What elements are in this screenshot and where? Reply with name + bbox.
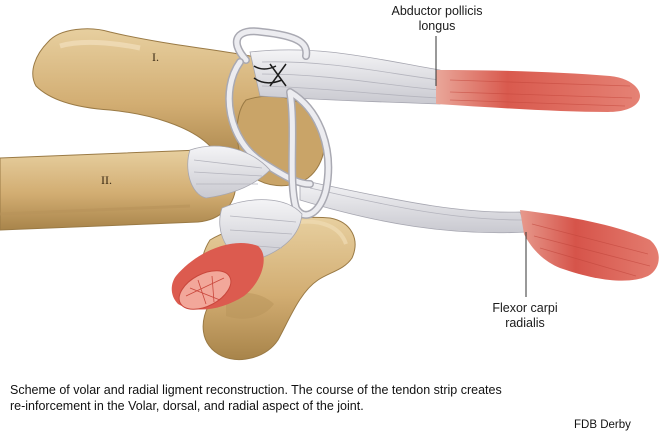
cut-muscle-end [171,242,264,310]
flexor-carpi-radialis-label: Flexor carpi radialis [470,301,580,331]
suture-marks [253,63,287,87]
caption-line1: Scheme of volar and radial ligment recon… [10,383,502,397]
abductor-tendon [249,49,441,105]
illustrator-credit: FDB Derby [574,419,631,431]
abductor-muscle [436,70,640,112]
bone-label-I: I. [152,50,159,64]
figure-caption: Scheme of volar and radial ligment recon… [10,382,610,414]
abductor-pollicis-longus-label: Abductor pollicis longus [372,4,502,34]
caption-line2: re-inforcement in the Volar, dorsal, and… [10,399,364,413]
abductor-label-line1: Abductor pollicis [391,4,483,18]
tendon-strip-loop [225,27,333,219]
bone-label-II: II. [101,173,112,187]
flexor-label-line2: radialis [505,316,545,330]
flexor-label-line1: Flexor carpi [492,301,558,315]
flexor-muscle [520,210,659,281]
abductor-label-line2: longus [418,19,456,33]
